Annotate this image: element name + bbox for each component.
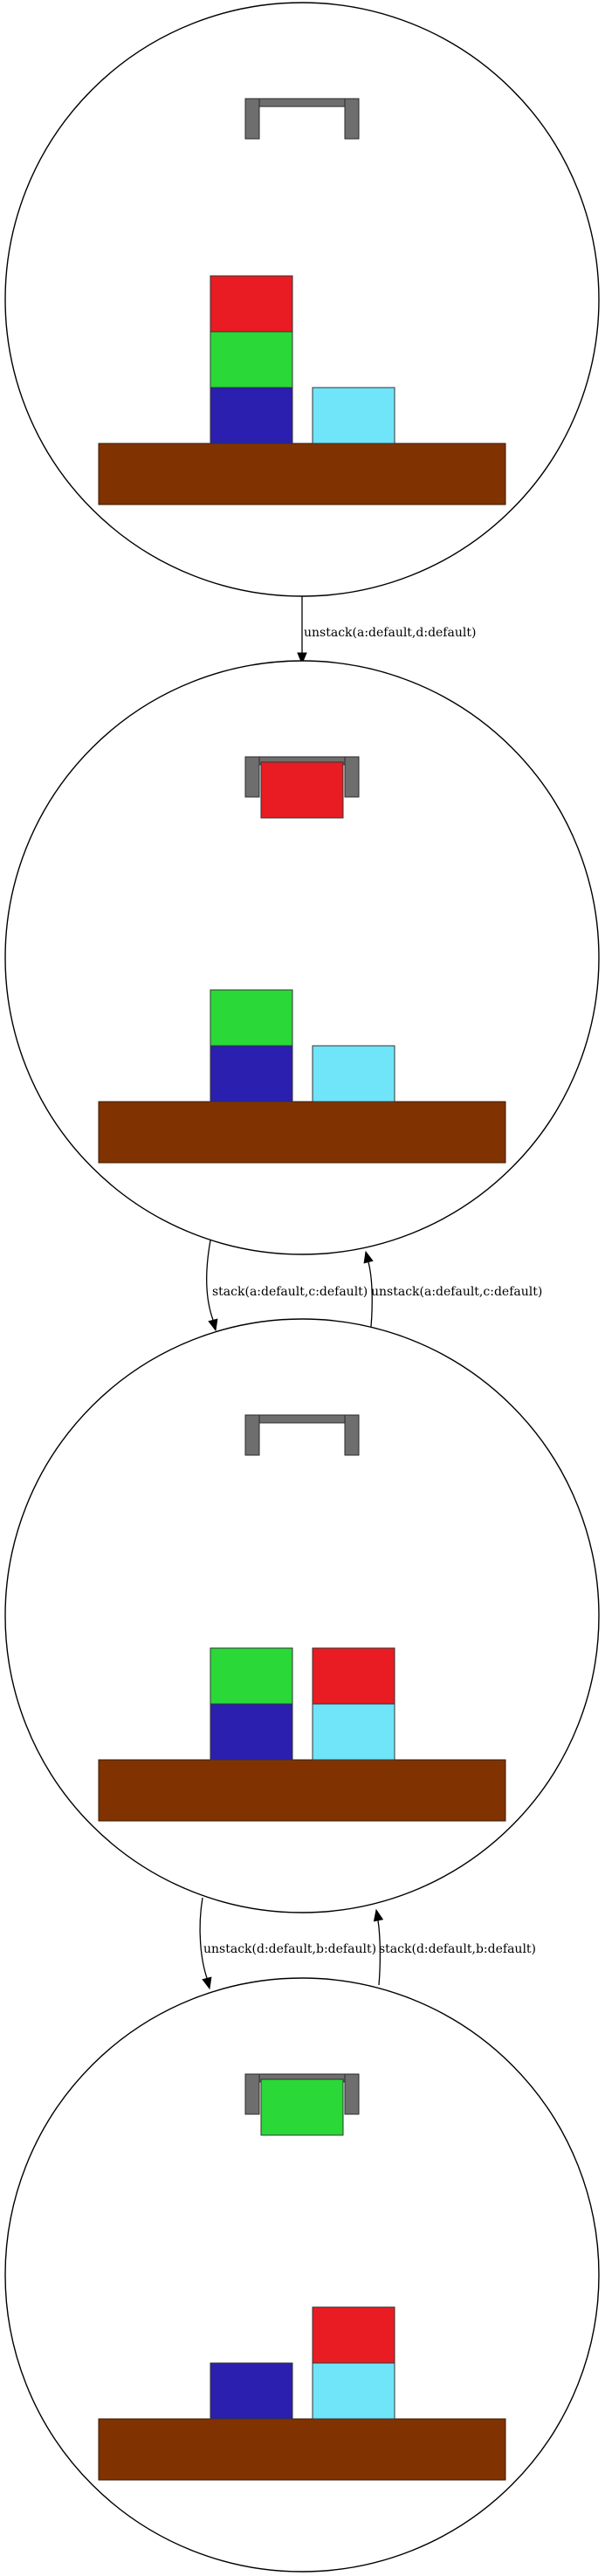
- state-circle: [4, 660, 600, 1255]
- edge-s3-to-s4: [199, 1897, 212, 1990]
- table: [98, 443, 506, 505]
- edge-label: unstack(a:default,c:default): [371, 1285, 542, 1299]
- edge-s4-to-s3: [373, 1908, 384, 1986]
- state-circle: [4, 2, 600, 597]
- edge-line: [206, 1240, 214, 1321]
- gripper-left-finger: [244, 1414, 260, 1456]
- block-a: [210, 275, 293, 333]
- block-d: [210, 1045, 293, 1103]
- state-s2: [4, 660, 600, 1255]
- block-b: [312, 1703, 395, 1761]
- block-a: [312, 1647, 395, 1705]
- gripper-right-finger: [344, 2073, 360, 2115]
- edge-s1-to-s2: [297, 596, 307, 665]
- held-block-c: [260, 2078, 344, 2136]
- held-block-a: [260, 761, 344, 819]
- state-s4: [4, 1977, 600, 2573]
- table: [98, 1101, 506, 1164]
- arrowhead: [202, 1976, 212, 1990]
- block-d: [210, 2362, 293, 2420]
- gripper: [244, 2073, 360, 2136]
- edge-label: unstack(a:default,d:default): [304, 626, 476, 640]
- block-a: [312, 2306, 395, 2364]
- state-circle: [4, 1318, 600, 1913]
- edge-label: stack(d:default,b:default): [379, 1942, 536, 1956]
- edge-s2-to-s3: [206, 1240, 218, 1332]
- block-d: [210, 387, 293, 444]
- block-c: [210, 1647, 293, 1705]
- block-b: [312, 387, 395, 444]
- block-c: [210, 989, 293, 1047]
- edge-label: stack(a:default,c:default): [212, 1285, 368, 1299]
- arrowhead: [373, 1908, 384, 1922]
- arrowhead: [363, 1250, 374, 1264]
- gripper: [244, 1414, 360, 1456]
- block-b: [312, 1045, 395, 1103]
- gripper-left-finger: [244, 2073, 260, 2115]
- edge-line: [199, 1897, 208, 1979]
- labels-layer: unstack(a:default,d:default) stack(a:defa…: [203, 626, 542, 1956]
- gripper-bar: [244, 98, 360, 107]
- table: [98, 1759, 506, 1822]
- edge-line: [368, 1261, 373, 1328]
- state-s1: [4, 2, 600, 597]
- gripper-left-finger: [244, 98, 260, 140]
- gripper-right-finger: [344, 756, 360, 798]
- gripper-right-finger: [344, 1414, 360, 1456]
- arrowhead: [297, 652, 307, 665]
- gripper-bar: [244, 1414, 360, 1424]
- gripper: [244, 756, 360, 819]
- state-s3: [4, 1318, 600, 1913]
- edge-s3-to-s2: [363, 1250, 374, 1328]
- gripper: [244, 98, 360, 140]
- arrowhead: [208, 1318, 218, 1332]
- block-d: [210, 1703, 293, 1761]
- state-circle: [4, 1977, 600, 2573]
- block-b: [312, 2362, 395, 2420]
- block-c: [210, 331, 293, 388]
- states-layer: [4, 2, 600, 2573]
- edge-label: unstack(d:default,b:default): [203, 1942, 376, 1956]
- gripper-left-finger: [244, 756, 260, 798]
- edges-layer: [199, 596, 384, 1990]
- table: [98, 2418, 506, 2481]
- edge-line: [377, 1920, 382, 1986]
- gripper-right-finger: [344, 98, 360, 140]
